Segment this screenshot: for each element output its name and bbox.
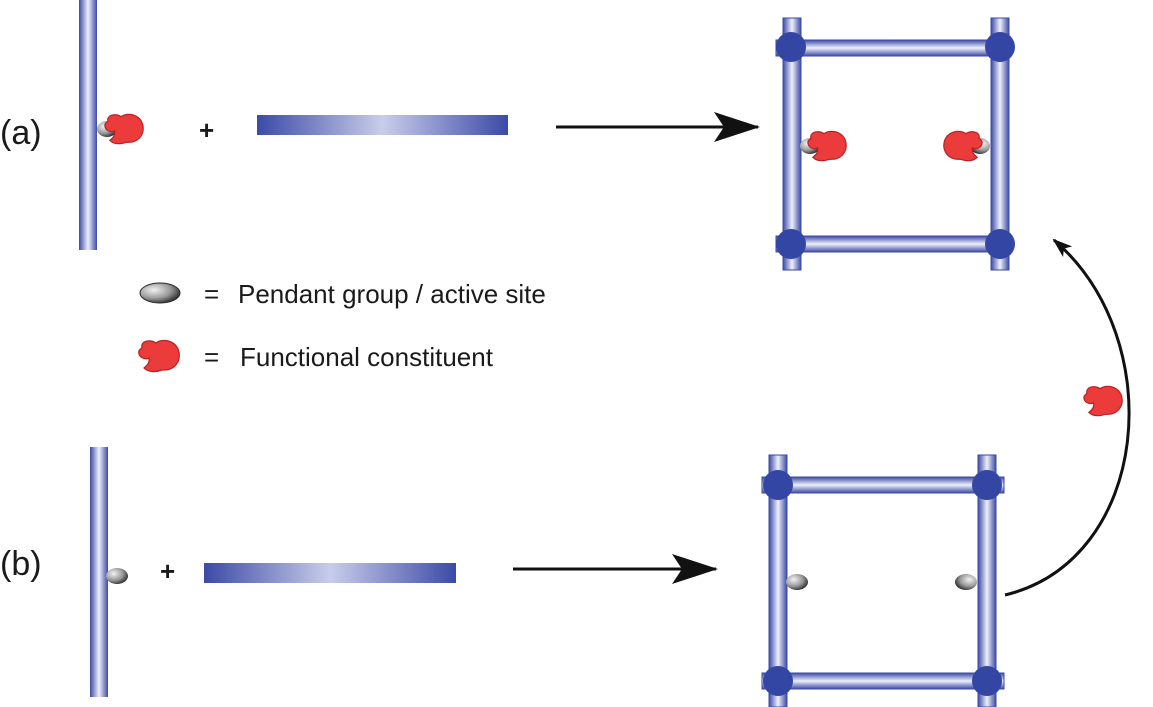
linker-rod-a-vertical	[79, 0, 97, 250]
panel-a-label: (a)	[0, 114, 42, 152]
legend-pendant-icon	[139, 282, 181, 304]
linker-rod-b-horizontal	[204, 563, 456, 583]
legend-functional-equals: =	[204, 342, 219, 372]
linker-rod-a-horizontal	[257, 115, 508, 135]
post-synthetic-arrow	[1004, 238, 1131, 597]
legend-pendant-text: Pendant group / active site	[238, 279, 546, 309]
functional-constituent-icon	[104, 113, 144, 145]
linker-rod-b-vertical	[90, 447, 108, 697]
legend-functional-text: Functional constituent	[240, 342, 494, 372]
framework-square-b	[761, 454, 1005, 707]
pendant-group-b-icon	[106, 568, 128, 584]
plus-sign-a: +	[199, 115, 214, 145]
plus-sign-b: +	[160, 556, 175, 586]
legend-functional-icon	[138, 339, 180, 373]
legend: = Pendant group / active site = Function…	[138, 279, 546, 373]
framework-square-a	[775, 17, 1015, 271]
panel-b-label: (b)	[0, 545, 42, 583]
free-functional-constituent-icon	[1083, 385, 1123, 417]
legend-pendant-equals: =	[204, 279, 219, 309]
panel-a: (a) +	[0, 0, 1015, 271]
panel-b: (b) +	[0, 238, 1131, 707]
